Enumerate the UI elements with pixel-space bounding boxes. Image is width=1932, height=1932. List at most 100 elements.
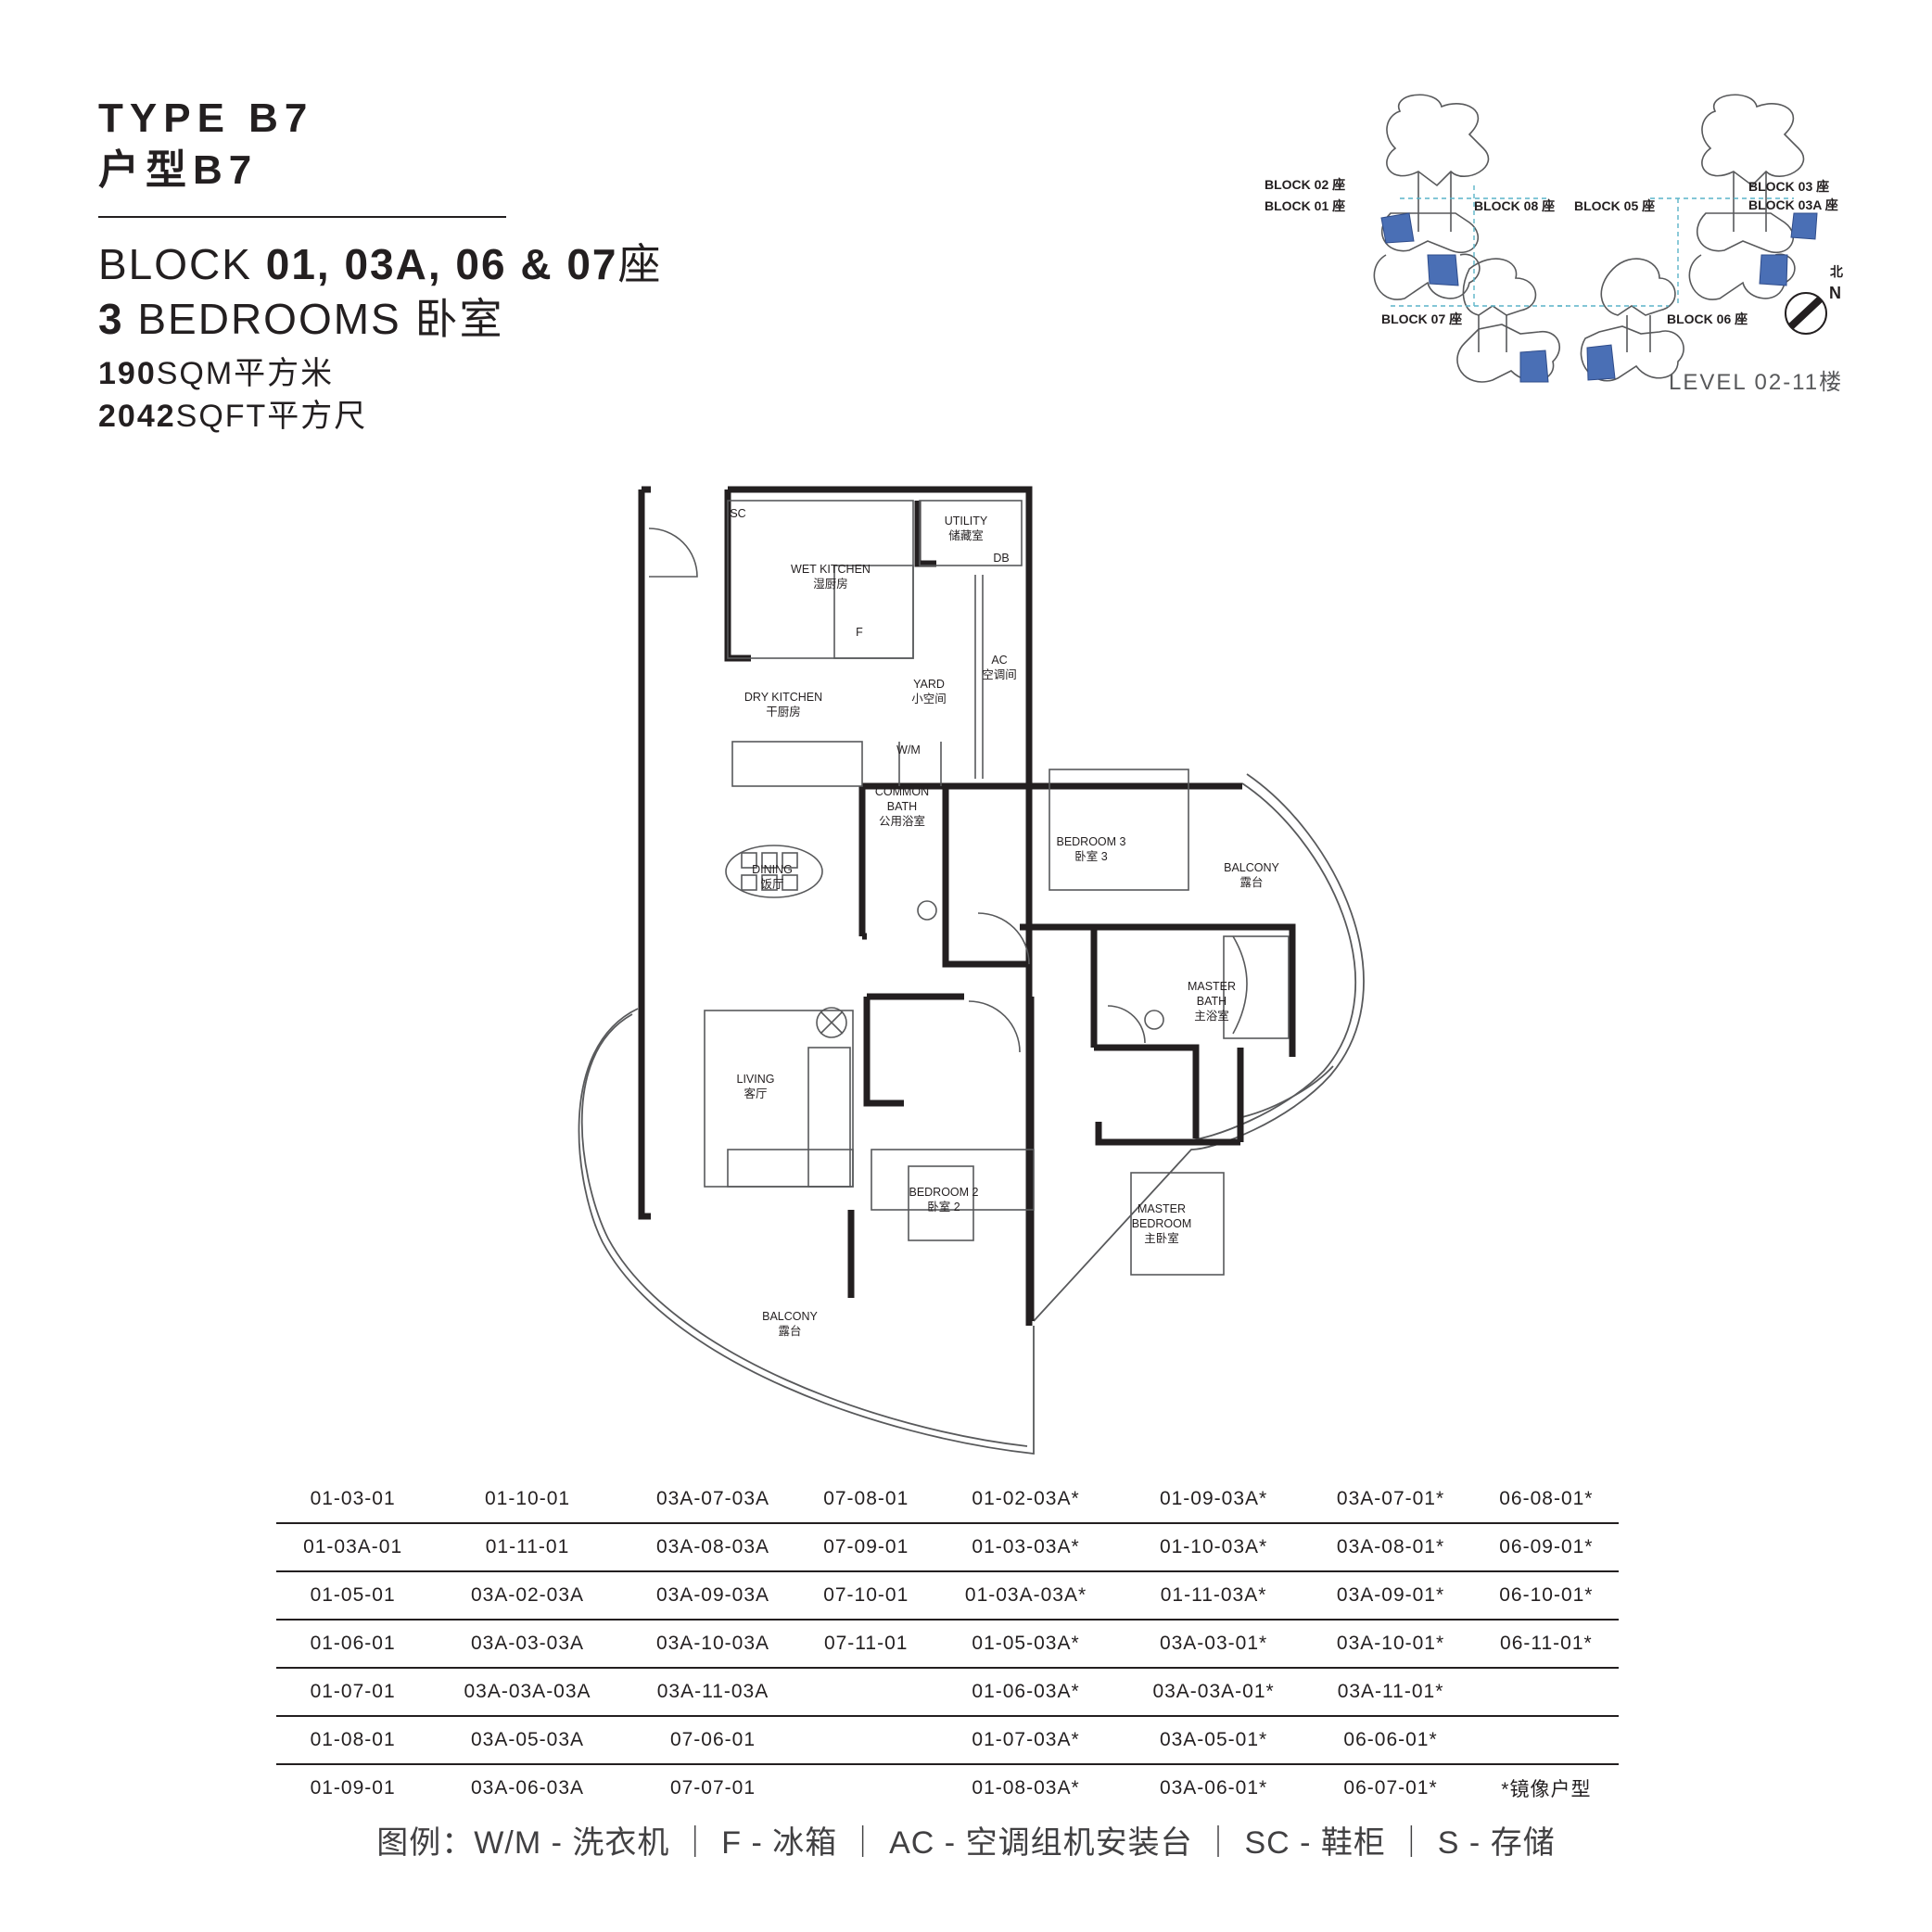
table-cell: 03A-08-03A	[625, 1523, 801, 1572]
table-cell: 01-10-03A*	[1119, 1523, 1308, 1572]
label-bedroom2-en: BEDROOM 2	[909, 1186, 978, 1199]
table-cell: 01-05-01	[276, 1571, 430, 1621]
table-cell: 03A-05-03A	[429, 1716, 626, 1765]
bedroom-line: 3 BEDROOMS 卧室	[98, 291, 504, 347]
table-cell: 07-09-01	[800, 1523, 933, 1572]
label-living-cn: 客厅	[744, 1087, 767, 1100]
label-ac-cn: 空调间	[982, 668, 1017, 681]
label-wet-kitchen-cn: 湿厨房	[813, 577, 848, 591]
area-sqft-value: 2042	[98, 399, 176, 434]
table-cell: 01-03-01	[276, 1476, 430, 1524]
table-cell: *镜像户型	[1501, 1779, 1592, 1800]
table-cell: 06-06-01*	[1307, 1716, 1474, 1765]
table-cell: 03A-09-03A	[625, 1571, 801, 1621]
key-label-block-08: BLOCK 08 座	[1474, 198, 1555, 213]
table-cell: 06-11-01*	[1473, 1620, 1619, 1669]
key-plan-level: LEVEL 02-11楼	[1669, 370, 1844, 395]
label-utility-en: UTILITY	[945, 515, 988, 527]
table-cell: 01-11-01	[429, 1523, 626, 1572]
key-label-block-06: BLOCK 06 座	[1667, 311, 1748, 326]
table-cell: 03A-03A-01*	[1119, 1668, 1308, 1717]
table-cell: 06-09-01*	[1473, 1523, 1619, 1572]
area-sqm-unit: SQM平方米	[156, 356, 335, 391]
label-wm: W/M	[896, 744, 921, 756]
block-line: BLOCK 01, 03A, 06 & 07座	[98, 236, 663, 292]
label-living-en: LIVING	[737, 1073, 775, 1086]
bedroom-label: BEDROOMS 卧室	[123, 295, 504, 343]
table-cell: 03A-02-03A	[429, 1571, 626, 1621]
block-suffix: 座	[617, 240, 663, 288]
header-divider	[98, 216, 506, 218]
compass-icon: 北 N	[1785, 264, 1843, 335]
label-common-bath-cn: 公用浴室	[879, 814, 925, 828]
table-cell: 03A-03A-03A	[429, 1668, 626, 1717]
floor-plan: SC UTILITY 储藏室 DB WET KITCHEN 湿厨房 F AC 空…	[578, 486, 1365, 1455]
table-cell: 01-07-01	[276, 1668, 430, 1717]
unit-type-title: TYPE B7 户型B7	[98, 93, 313, 197]
table-cell: 03A-06-01*	[1159, 1777, 1268, 1799]
key-label-block-02: BLOCK 02 座	[1265, 177, 1345, 192]
table-cell: 03A-11-03A	[625, 1668, 801, 1717]
table-cell: 01-09-03A*	[1119, 1476, 1308, 1524]
block-numbers: 01, 03A, 06 & 07	[265, 240, 618, 288]
label-bedroom3-cn: 卧室 3	[1074, 849, 1107, 863]
key-label-block-03: BLOCK 03 座	[1748, 179, 1829, 194]
table-cell: 07-06-01	[625, 1716, 801, 1765]
table-cell	[1473, 1716, 1619, 1765]
table-cell	[800, 1764, 932, 1811]
table-cell: 07-08-01	[800, 1476, 933, 1524]
label-dry-kitchen-cn: 干厨房	[766, 705, 801, 718]
label-balcony2-en: BALCONY	[762, 1310, 818, 1323]
key-plan: BLOCK 02 座 BLOCK 01 座 BLOCK 08 座 BLOCK 0…	[1265, 94, 1843, 383]
table-cell: 03A-07-03A	[625, 1476, 801, 1524]
key-label-block-03a: BLOCK 03A 座	[1748, 197, 1838, 212]
label-wet-kitchen-en: WET KITCHEN	[791, 563, 871, 576]
table-cell: 01-07-03A*	[932, 1716, 1120, 1765]
area-sqm: 190SQM平方米	[98, 352, 367, 395]
table-cell: 03A-06-03A	[470, 1777, 585, 1799]
key-label-block-01: BLOCK 01 座	[1265, 198, 1345, 213]
key-label-block-05: BLOCK 05 座	[1574, 198, 1655, 213]
table-cell: 01-02-03A*	[932, 1476, 1120, 1524]
label-ac-en: AC	[991, 654, 1007, 667]
label-db: DB	[993, 552, 1009, 565]
label-master-bed-2: BEDROOM	[1132, 1217, 1192, 1230]
table-cell: 03A-10-01*	[1307, 1620, 1474, 1669]
unit-type-en: TYPE B7	[98, 95, 314, 141]
table-cell: 01-06-03A*	[932, 1668, 1120, 1717]
table-cell: 01-03A-03A*	[932, 1571, 1120, 1621]
table-cell	[800, 1668, 933, 1717]
table-cell: 07-07-01	[669, 1777, 756, 1799]
table-cell: 01-06-01	[276, 1620, 430, 1669]
table-cell: 01-09-01	[310, 1777, 396, 1799]
label-master-bath-2: BATH	[1197, 995, 1227, 1008]
table-cell	[800, 1716, 933, 1765]
label-master-bed-cn: 主卧室	[1144, 1231, 1179, 1245]
table-cell: 03A-10-03A	[625, 1620, 801, 1669]
table-cell: 03A-09-01*	[1307, 1571, 1474, 1621]
table-cell: 01-05-03A*	[932, 1620, 1120, 1669]
label-dining-en: DINING	[752, 863, 793, 876]
north-en: N	[1829, 284, 1841, 302]
table-cell: 01-11-03A*	[1119, 1571, 1308, 1621]
label-yard-cn: 小空间	[911, 693, 947, 705]
table-cell: 03A-03-01*	[1119, 1620, 1308, 1669]
label-yard-en: YARD	[913, 678, 945, 691]
table-cell: 07-11-01	[800, 1620, 933, 1669]
area-block: 190SQM平方米 2042SQFT平方尺	[98, 352, 367, 438]
label-master-bath-1: MASTER	[1188, 980, 1236, 993]
table-cell: 01-10-01	[429, 1476, 626, 1524]
label-balcony-en: BALCONY	[1224, 861, 1279, 874]
table-cell: 03A-07-01*	[1307, 1476, 1474, 1524]
label-balcony2-cn: 露台	[778, 1324, 801, 1338]
table-cell: 01-03-03A*	[932, 1523, 1120, 1572]
legend: 图例：W/M - 洗衣机 ｜ F - 冰箱 ｜ AC - 空调组机安装台 ｜ S…	[376, 1825, 1556, 1861]
table-cell: 06-07-01*	[1343, 1777, 1438, 1799]
